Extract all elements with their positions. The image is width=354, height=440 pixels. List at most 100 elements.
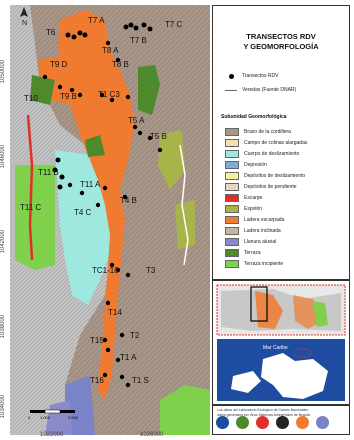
transect-label: T16: [90, 376, 104, 385]
river-line: [179, 144, 189, 266]
scale-label: 1.000: [40, 415, 51, 420]
transect-label: T15: [90, 336, 104, 345]
terrace-zone: [30, 75, 55, 105]
inset-maps: Mar Caribe: [216, 284, 346, 401]
transect-label: T7 A: [88, 16, 105, 25]
terrace-zone: [85, 135, 105, 157]
country-land: [231, 371, 261, 393]
country-land: [261, 353, 328, 399]
regional-zone: [293, 295, 323, 329]
legend-unit-row: Escarpe: [225, 194, 262, 202]
legend-unit-label: Depósitos de deslizamiento: [244, 173, 306, 179]
legend-unit-label: Espolón: [244, 206, 263, 212]
study-area-box: [250, 286, 268, 322]
legend-swatch: [225, 172, 239, 180]
legend-unit-row: Llanura aluvial: [225, 238, 276, 246]
coord-left-label: 1050000: [0, 60, 6, 84]
legend-unit-label: Depresión: [244, 162, 267, 168]
road-line-icon: [225, 87, 237, 93]
transect-label: T4 B: [120, 196, 137, 205]
legend-swatch: [225, 205, 239, 213]
scale-label: 0: [28, 415, 31, 420]
transect-label: T2: [130, 331, 140, 340]
alluvial-plain-zone: [45, 400, 72, 435]
legend-swatch: [225, 139, 239, 147]
transect-label: T1 C3: [98, 90, 120, 99]
credit-line: datos generados por Área Sistemas Ambien…: [217, 413, 310, 417]
coord-bottom-label: 1022000: [40, 432, 64, 438]
legend-unit-label: Terraza: [244, 250, 261, 256]
legend-unit-label: Ladera inclinada: [244, 228, 281, 234]
legend-swatch: [225, 150, 239, 158]
transect-label: T6: [46, 28, 56, 37]
scale-bar: 0 1.000 2.000: [28, 409, 79, 420]
spur-zone: [158, 130, 185, 190]
legend-symbol-label: Transectos RDV: [242, 73, 279, 79]
transect-label-layer: T6 T7 A T7 C T7 B T8 A T8 B T9 D T9 B T1…: [20, 16, 183, 385]
alluvial-plain-zone: [65, 375, 95, 435]
transect-label: T11 B: [38, 168, 59, 177]
legend-unit-row: Brazo de la cordillera: [225, 128, 291, 136]
study-region-marker: [293, 348, 313, 358]
legend-swatch: [225, 194, 239, 202]
legend-unit-row: Ladera inclinada: [225, 227, 281, 235]
north-label: N: [22, 20, 27, 27]
legend-unit-label: Cuerpo de deslizamiento: [244, 151, 300, 157]
transect-label: T4 C: [74, 208, 92, 217]
credit-line: Los datos del Laboratorio Ecológico de C…: [217, 408, 309, 412]
transect-dot-icon: [225, 73, 237, 79]
transect-label: T8 B: [112, 60, 129, 69]
coord-left-label: 1038000: [0, 315, 6, 339]
legend-unit-label: Ladera escarpada: [244, 217, 285, 223]
legend-unit-label: Escarpe: [244, 195, 263, 201]
legend-swatch: [225, 249, 239, 257]
escarpment-line: [26, 114, 34, 261]
north-arrow-icon: [20, 7, 28, 17]
legend-unit-label: Terraza incipiente: [244, 261, 284, 267]
legend-swatch: [225, 216, 239, 224]
legend-unit-label: Campo de colinas alargadas: [244, 140, 308, 146]
transect-label: T3: [146, 266, 156, 275]
legend-symbol-label: Veredas (Fuente DNAR): [242, 87, 297, 93]
legend-unit-row: Espolón: [225, 205, 262, 213]
transect-label: T7 C: [165, 20, 183, 29]
transect-label: T14: [108, 308, 122, 317]
legend-symbol-row: Veredas (Fuente DNAR): [225, 86, 296, 94]
legend-unit-row: Depósitos de pendiente: [225, 183, 297, 191]
incipient-terrace-zone: [15, 165, 55, 270]
legend-unit-row: Terraza: [225, 249, 261, 257]
terrace-zone: [138, 65, 160, 115]
transect-label: T9 B: [60, 92, 77, 101]
sea-label: Mar Caribe: [263, 345, 288, 351]
legend-unit-row: Depósitos de deslizamiento: [225, 172, 305, 180]
transect-label: T11 A: [80, 180, 101, 189]
scale-label: 2.000: [68, 415, 79, 420]
transect-label: T1 A: [120, 353, 137, 362]
transect-label: T5 A: [128, 116, 145, 125]
coord-left-label: 1042000: [0, 230, 6, 254]
institution-logo-icon: [296, 416, 309, 429]
legend-unit-label: Llanura aluvial: [244, 239, 277, 245]
transect-label: T7 B: [130, 36, 147, 45]
transect-label: T10: [24, 94, 38, 103]
legend-swatch: [225, 183, 239, 191]
legend-swatch: [225, 161, 239, 169]
legend-swatch: [225, 227, 239, 235]
coord-left-label: 1046000: [0, 145, 6, 169]
legend-title: Y GEOMORFOLOGÍA: [243, 42, 319, 51]
incipient-terrace-zone: [160, 385, 210, 435]
institution-logo-icon: [316, 416, 329, 429]
transect-label: TC1-10: [92, 266, 119, 275]
legend-unit-row: Terraza incipiente: [225, 260, 283, 268]
legend-subheading: Subunidad Geomorfológica: [221, 114, 287, 120]
institution-logo-icon: [276, 416, 289, 429]
legend-swatch: [225, 260, 239, 268]
legend-symbol-row: Transectos RDV: [225, 72, 279, 80]
legend-unit-row: Campo de colinas alargadas: [225, 139, 307, 147]
legend-unit-label: Depósitos de pendiente: [244, 184, 297, 190]
transect-label: T11 C: [20, 203, 41, 212]
geomorphology-map: N T6 T7 A T7 C T7 B T8 A T8 B T9 D T9 B …: [10, 5, 210, 435]
legend-unit-label: Brazo de la cordillera: [244, 129, 291, 135]
legend-panel: TRANSECTOS RDV Y GEOMORFOLOGÍA Transecto…: [212, 5, 350, 280]
